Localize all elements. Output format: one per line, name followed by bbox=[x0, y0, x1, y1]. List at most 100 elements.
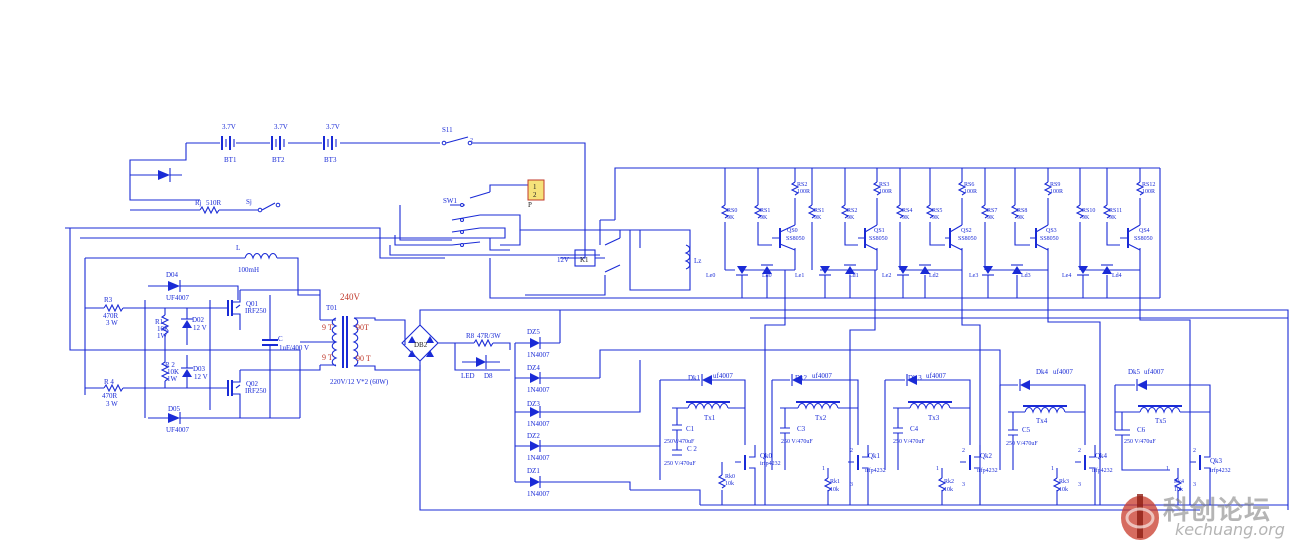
r1-wattage: 1W bbox=[157, 332, 168, 340]
qs0-label: QS0 bbox=[787, 228, 798, 234]
qs2-value: SS8050 bbox=[958, 236, 977, 242]
qs4-value: SS8050 bbox=[1134, 236, 1153, 242]
inductor-label: L bbox=[236, 244, 240, 252]
c1-value: 250V/470uF bbox=[664, 439, 695, 445]
c3-label: C3 bbox=[797, 425, 806, 433]
battery-section: 3.7V 3.7V 3.7V BT1 BT2 BT3 S11 2 Rj 510R bbox=[129, 123, 701, 296]
qk1-value: irfp4232 bbox=[865, 467, 886, 474]
rs7-label: RS7 bbox=[987, 208, 997, 214]
qk2-pin3: 3 bbox=[962, 482, 965, 488]
rk1-value: 10k bbox=[830, 487, 839, 493]
t01-9t-lower: 9 T bbox=[322, 353, 333, 362]
rs12-label: RS12 bbox=[1142, 182, 1155, 188]
resistor-r2 bbox=[160, 361, 170, 382]
rj-label: Rj bbox=[195, 199, 202, 207]
rk4-value: 10k bbox=[1174, 487, 1183, 493]
qk2-value: irfp4232 bbox=[977, 467, 998, 474]
rs3-label: RS3 bbox=[879, 182, 889, 188]
rs10-value: 9K bbox=[1082, 215, 1090, 221]
flyback-stage-3 bbox=[884, 374, 981, 505]
le2-label: Le2 bbox=[882, 273, 891, 279]
dk3-label: Dk 3 bbox=[908, 374, 922, 382]
dk1-label: Dk1 bbox=[688, 374, 701, 382]
qs1-label: QS1 bbox=[874, 228, 885, 234]
qs1-value: SS8050 bbox=[869, 236, 888, 242]
r3-value: 470R bbox=[103, 312, 119, 320]
dk4-value: uf4007 bbox=[1053, 368, 1073, 376]
le0-label: Le0 bbox=[706, 273, 715, 279]
t01-spec: 220V/12 V*2 (60W) bbox=[330, 378, 389, 386]
qk2-pin2: 2 bbox=[962, 448, 965, 454]
t01-9t-upper: 9 T bbox=[322, 323, 333, 332]
qk2-pin1: 1 bbox=[936, 466, 939, 472]
flyback-stage-5 bbox=[1114, 379, 1211, 505]
rs11-value: 9K bbox=[1109, 215, 1117, 221]
bt3-voltage: 3.7V bbox=[326, 123, 340, 131]
rs3a-value: 9K bbox=[847, 215, 855, 221]
qk1-pin3: 3 bbox=[850, 482, 853, 488]
mosfet-q02 bbox=[220, 370, 241, 410]
qs0-value: SS8050 bbox=[786, 236, 805, 242]
d04-value: UF4007 bbox=[166, 294, 189, 302]
s11-label: S11 bbox=[442, 126, 453, 134]
capacitor-c bbox=[262, 295, 278, 418]
qs2-label: QS2 bbox=[961, 228, 972, 234]
rs10-label: RS10 bbox=[1082, 208, 1095, 214]
q01-label: Q01 bbox=[246, 300, 259, 308]
k1-voltage: 12V bbox=[557, 256, 569, 264]
rs12-value: 100R bbox=[1142, 189, 1155, 195]
c4-label: C4 bbox=[910, 425, 919, 433]
dk5-value: uf4007 bbox=[1144, 368, 1164, 376]
dz4-value: 1N4007 bbox=[527, 386, 550, 394]
d02-voltage: 12 V bbox=[193, 324, 207, 332]
tx5-label: Tx5 bbox=[1155, 417, 1167, 425]
dk5-label: Dk5 bbox=[1128, 368, 1141, 376]
q02-label: Q02 bbox=[246, 380, 259, 388]
rk1-label: Rk1 bbox=[830, 479, 840, 485]
site-watermark: 科创论坛 kechuang.org bbox=[1117, 484, 1297, 544]
qk3-value: irfp4232 bbox=[1210, 467, 1231, 474]
rk2-value: 10k bbox=[944, 487, 953, 493]
ld0-label: Ld0 bbox=[762, 273, 772, 279]
resistor-r3 bbox=[85, 303, 220, 313]
rs5-value: 9K bbox=[932, 215, 940, 221]
le3-label: Le3 bbox=[969, 273, 978, 279]
rs4-value: 9K bbox=[902, 215, 910, 221]
rk0-label: Rk0 bbox=[725, 474, 735, 480]
indicator-group-2 bbox=[895, 168, 967, 298]
qk4-label: Qk4 bbox=[1095, 452, 1108, 460]
qk0-label: Qk0 bbox=[760, 452, 773, 460]
dz1-label: DZ1 bbox=[527, 467, 540, 475]
d03-voltage: 12 V bbox=[194, 373, 208, 381]
qk1-label: Qk1 bbox=[868, 452, 881, 460]
ld1-label: Ld1 bbox=[849, 273, 859, 279]
watermark-url: kechuang.org bbox=[1175, 520, 1285, 539]
r8-label: R8 bbox=[466, 332, 475, 340]
c-value: 1uF/400 V bbox=[279, 344, 309, 352]
c4-value: 250 V/470uF bbox=[893, 439, 925, 445]
indicator-group-4 bbox=[1075, 168, 1161, 298]
bt2-label: BT2 bbox=[272, 156, 285, 164]
indicator-group-1 bbox=[807, 168, 882, 298]
c-label: C bbox=[278, 335, 283, 343]
resistor-r8 bbox=[455, 338, 511, 350]
dk1-value: uf4007 bbox=[713, 372, 733, 380]
dz2-label: DZ2 bbox=[527, 432, 540, 440]
qk1-pin1: 1 bbox=[822, 466, 825, 472]
ld3-label: Ld3 bbox=[1021, 273, 1031, 279]
le4-label: Le4 bbox=[1062, 273, 1071, 279]
rs8-value: 9K bbox=[1017, 215, 1025, 221]
diode-dz2 bbox=[515, 440, 560, 452]
r8-value: 47R/3W bbox=[477, 332, 501, 340]
qs4-label: QS4 bbox=[1139, 228, 1150, 234]
rs6-value: 100R bbox=[964, 189, 977, 195]
tx4-label: Tx4 bbox=[1036, 417, 1048, 425]
dk3-value: uf4007 bbox=[926, 372, 946, 380]
resistor-rj bbox=[130, 205, 258, 215]
tx2-label: Tx2 bbox=[815, 414, 827, 422]
inverter-section: L 100mH D04 UF4007 D05 UF4007 R3 470R 3 … bbox=[65, 227, 1200, 511]
rs11-label: RS11 bbox=[1109, 208, 1122, 214]
bridge-db2 bbox=[401, 309, 1200, 511]
battery-bt1 bbox=[221, 136, 235, 150]
switch-sj bbox=[257, 202, 281, 213]
